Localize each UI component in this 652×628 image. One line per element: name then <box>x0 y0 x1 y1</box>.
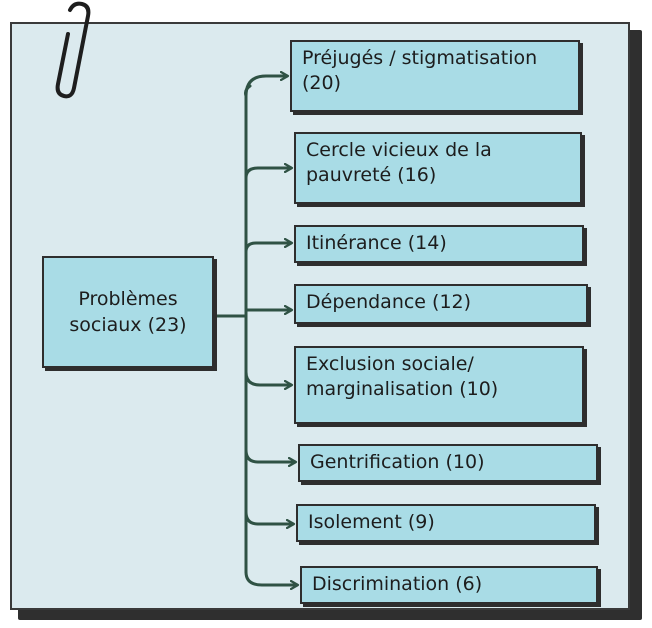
node-gentrification: Gentrification (10) <box>298 444 598 482</box>
node-label: Cercle vicieux de la pauvreté (16) <box>306 139 492 186</box>
node-label: Discrimination (6) <box>312 573 483 595</box>
root-node-label: Problèmes sociaux (23) <box>69 288 187 336</box>
node-label: Préjugés / stigmatisation (20) <box>302 47 538 94</box>
node-prejuges: Préjugés / stigmatisation (20) <box>290 40 580 112</box>
paperclip-icon <box>55 1 91 99</box>
node-dependance: Dépendance (12) <box>294 284 588 324</box>
root-node: Problèmes sociaux (23) <box>42 256 214 368</box>
node-discrimination: Discrimination (6) <box>300 566 598 604</box>
node-label: Itinérance (14) <box>306 232 447 254</box>
node-label: Dépendance (12) <box>306 291 472 313</box>
node-cercle-vicieux: Cercle vicieux de la pauvreté (16) <box>294 132 582 204</box>
node-label: Exclusion sociale/ marginalisation (10) <box>306 353 499 400</box>
node-itinerance: Itinérance (14) <box>294 225 584 263</box>
node-isolement: Isolement (9) <box>296 504 596 542</box>
node-label: Gentrification (10) <box>310 451 485 473</box>
node-exclusion-sociale: Exclusion sociale/ marginalisation (10) <box>294 346 584 424</box>
node-label: Isolement (9) <box>308 511 435 533</box>
